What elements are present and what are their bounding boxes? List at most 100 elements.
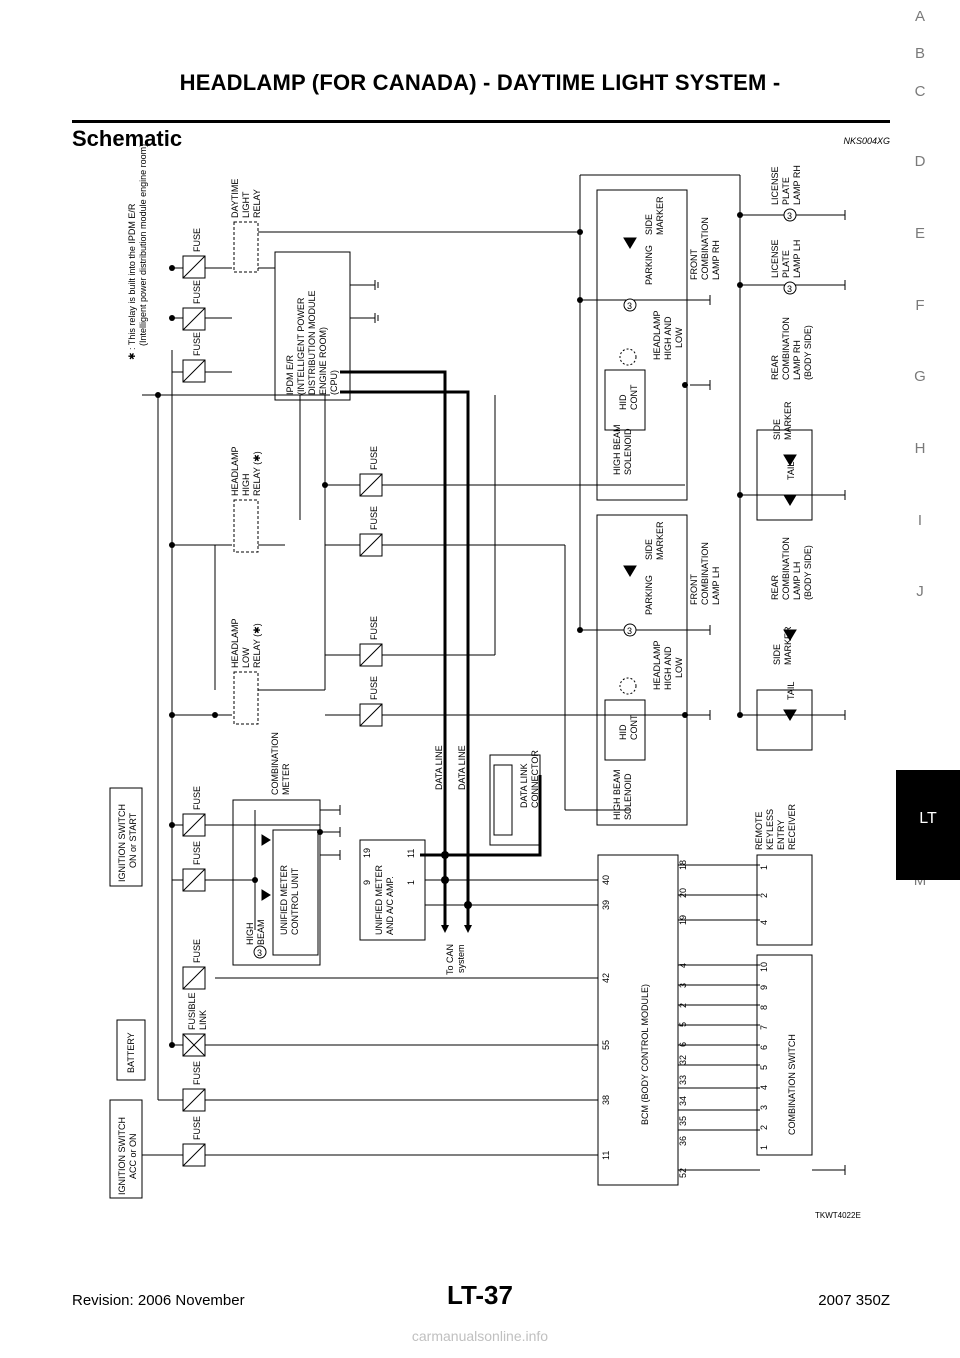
- svg-text:32: 32: [678, 1055, 688, 1065]
- header-rule: [72, 120, 890, 123]
- svg-text:52: 52: [678, 1168, 688, 1178]
- svg-text:6: 6: [759, 1045, 769, 1050]
- svg-text:FUSE: FUSE: [192, 1061, 202, 1085]
- svg-text:FUSE: FUSE: [192, 841, 202, 865]
- svg-text:MARKER: MARKER: [783, 626, 793, 665]
- index-tab-lt-active[interactable]: LT: [896, 770, 960, 880]
- unified-meter-control-unit-label: UNIFIED METER CONTROL UNIT: [279, 864, 300, 935]
- svg-text:METER: METER: [281, 763, 291, 795]
- index-letter-c[interactable]: C: [914, 83, 926, 100]
- svg-text:3: 3: [678, 983, 688, 988]
- svg-text:KEYLESS: KEYLESS: [765, 809, 775, 850]
- ignition-acc-label: IGNITION SWITCH ACC or ON: [117, 1117, 138, 1195]
- index-letter-a[interactable]: A: [914, 8, 925, 25]
- svg-text:9: 9: [362, 880, 372, 885]
- svg-text:(CPU): (CPU): [329, 370, 339, 395]
- svg-text:8: 8: [759, 1005, 769, 1010]
- svg-text:LOW: LOW: [674, 657, 684, 678]
- svg-text:LINK: LINK: [198, 1010, 208, 1030]
- svg-text:1: 1: [406, 880, 416, 885]
- headlamp-rh-label: HEADLAMP HIGH AND LOW: [652, 310, 684, 360]
- side-marker-rear-lh-label: SIDE MARKER: [772, 626, 793, 665]
- svg-text:LAMP LH: LAMP LH: [792, 240, 802, 278]
- svg-text:3: 3: [787, 211, 792, 221]
- svg-text:19: 19: [678, 915, 688, 925]
- svg-text:HIGH: HIGH: [241, 474, 251, 497]
- svg-text:FUSE: FUSE: [369, 446, 379, 470]
- svg-text:SIDE: SIDE: [772, 419, 782, 440]
- svg-text:LICENSE: LICENSE: [770, 239, 780, 278]
- index-letter-j[interactable]: J: [916, 583, 924, 600]
- svg-text:4: 4: [678, 963, 688, 968]
- svg-text:LAMP RH: LAMP RH: [711, 240, 721, 280]
- headlamp-lh-label: HEADLAMP HIGH AND LOW: [652, 640, 684, 690]
- to-can-label: To CAN system: [445, 944, 466, 975]
- index-letter-b[interactable]: B: [914, 45, 925, 62]
- svg-text:FUSE: FUSE: [192, 939, 202, 963]
- ignition-on-label: IGNITION SWITCH ON or START: [117, 804, 138, 882]
- svg-text:19: 19: [362, 848, 372, 858]
- svg-text:To CAN: To CAN: [445, 944, 455, 975]
- svg-text:FUSE: FUSE: [192, 332, 202, 356]
- tail-lh-label: TAIL: [786, 682, 796, 700]
- svg-text:DISTRIBUTION MODULE: DISTRIBUTION MODULE: [307, 290, 317, 395]
- svg-text:SOLENOID: SOLENOID: [623, 428, 633, 475]
- svg-text:ENTRY: ENTRY: [776, 820, 786, 850]
- svg-text:MARKER: MARKER: [655, 196, 665, 235]
- svg-text:SIDE: SIDE: [772, 644, 782, 665]
- combination-switch-pin-labels: 1 2 3 4 5 6 7 8 9 10: [759, 962, 769, 1150]
- svg-text:LAMP RH: LAMP RH: [792, 165, 802, 205]
- svg-text:DATA LINK: DATA LINK: [519, 763, 529, 808]
- svg-text:(INTELLIGENT POWER: (INTELLIGENT POWER: [296, 297, 306, 395]
- svg-text:42: 42: [601, 973, 611, 983]
- amp-pin-labels: 9 19 1 11: [362, 848, 416, 885]
- svg-text:HEADLAMP: HEADLAMP: [230, 446, 240, 496]
- svg-text:6: 6: [678, 1042, 688, 1047]
- headlamp-low-relay-label: HEADLAMP LOW RELAY (✱): [230, 618, 262, 668]
- index-letter-f[interactable]: F: [915, 297, 925, 314]
- hid-control-rh-label: HID CONT: [618, 384, 639, 410]
- svg-text:HEADLAMP: HEADLAMP: [652, 310, 662, 360]
- svg-text:HIGH BEAM: HIGH BEAM: [612, 424, 622, 475]
- svg-text:FUSE: FUSE: [369, 616, 379, 640]
- index-letter-g[interactable]: G: [914, 368, 926, 385]
- svg-text:IGNITION SWITCH: IGNITION SWITCH: [117, 1117, 127, 1195]
- svg-text:LIGHT: LIGHT: [241, 191, 251, 218]
- svg-text:2: 2: [678, 1003, 688, 1008]
- svg-text:(BODY SIDE): (BODY SIDE): [803, 545, 813, 600]
- svg-text:ACC or ON: ACC or ON: [128, 1133, 138, 1179]
- svg-text:FUSE: FUSE: [369, 676, 379, 700]
- parking-rh-label: PARKING: [644, 245, 654, 285]
- svg-text:SIDE: SIDE: [644, 539, 654, 560]
- svg-text:18: 18: [678, 860, 688, 870]
- section-title: Schematic: [72, 126, 183, 151]
- ignition-on-box: [109, 787, 143, 887]
- svg-text:COMBINATION: COMBINATION: [781, 537, 791, 600]
- svg-text:BATTERY: BATTERY: [126, 1032, 136, 1073]
- index-letter-d[interactable]: D: [914, 153, 926, 170]
- index-letter-e[interactable]: E: [914, 225, 925, 242]
- svg-text:11: 11: [601, 1151, 611, 1160]
- keyless-pin-labels: 4 2 1: [759, 865, 769, 925]
- index-letter-h[interactable]: H: [914, 440, 926, 457]
- svg-text:HID: HID: [618, 724, 628, 740]
- battery-label: BATTERY: [126, 1032, 136, 1073]
- unified-meter-amp-label: UNIFIED METER AND A/C AMP.: [374, 864, 395, 935]
- svg-text:35: 35: [678, 1116, 688, 1126]
- svg-text:FUSE: FUSE: [192, 786, 202, 810]
- index-letter-i[interactable]: I: [917, 512, 923, 529]
- svg-text:3: 3: [627, 301, 632, 311]
- svg-text:34: 34: [678, 1096, 688, 1106]
- svg-text:4: 4: [759, 1085, 769, 1090]
- front-combination-lamp-rh-label: FRONT COMBINATION LAMP RH: [689, 217, 721, 280]
- svg-text:39: 39: [601, 900, 611, 910]
- svg-text:36: 36: [678, 1136, 688, 1146]
- svg-text:HID: HID: [618, 394, 628, 410]
- figure-id: TKWT4022E: [815, 1211, 861, 1220]
- high-beam-solenoid-rh-label: HIGH BEAM SOLENOID: [612, 424, 633, 475]
- bcm-label: BCM (BODY CONTROL MODULE): [640, 984, 650, 1125]
- svg-text:MARKER: MARKER: [655, 521, 665, 560]
- rear-combination-lamp-rh-label: REAR COMBINATION LAMP RH (BODY SIDE): [770, 317, 813, 380]
- svg-text:PLATE: PLATE: [781, 250, 791, 278]
- svg-text:HIGH AND: HIGH AND: [663, 316, 673, 360]
